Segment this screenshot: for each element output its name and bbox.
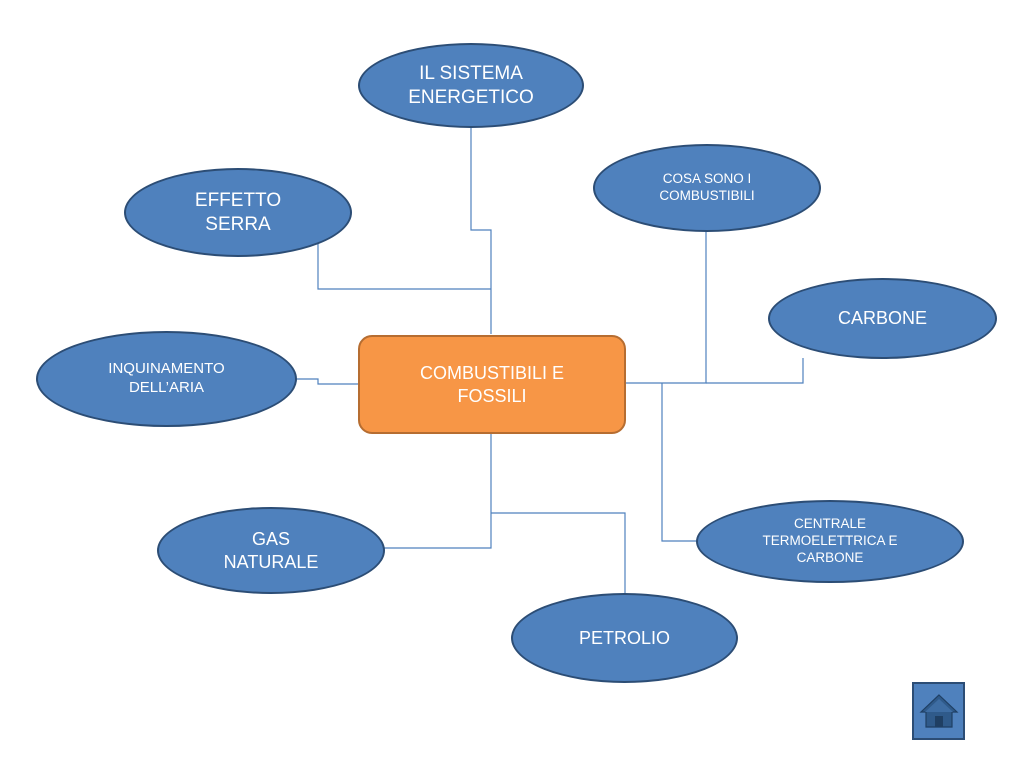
node-label: CENTRALE TERMOELETTRICA E CARBONE [762,516,898,565]
node-label: CARBONE [837,308,927,329]
node-centrale-termoelettrica[interactable]: CENTRALE TERMOELETTRICA E CARBONE [696,500,964,583]
node-label: COSA SONO I COMBUSTIBILI [659,171,755,203]
connector-carbone [706,358,804,384]
connector-gas-naturale [384,433,492,549]
node-label: EFFETTO SERRA [194,189,282,235]
connector-centrale [661,383,697,542]
node-label: GAS NATURALE [223,529,319,572]
connector-sistema-energetico [470,127,492,334]
connector-cosa-sono [626,231,707,384]
node-petrolio[interactable]: PETROLIO [511,593,738,683]
home-button[interactable] [912,682,965,740]
node-effetto-serra[interactable]: EFFETTO SERRA [124,168,352,257]
node-cosa-sono-combustibili[interactable]: COSA SONO I COMBUSTIBILI [593,144,821,232]
node-label: PETROLIO [578,627,671,648]
connector-effetto-serra [317,242,491,290]
connector-inquinamento [296,378,358,385]
home-icon [918,694,959,728]
node-gas-naturale[interactable]: GAS NATURALE [157,507,385,594]
node-label: INQUINAMENTO DELL’ARIA [108,360,225,396]
center-node-label: COMBUSTIBILI E FOSSILI [419,363,565,406]
connector-petrolio [491,512,626,594]
node-inquinamento-aria[interactable]: INQUINAMENTO DELL’ARIA [36,331,297,427]
node-label: IL SISTEMA ENERGETICO [408,62,534,108]
node-carbone[interactable]: CARBONE [768,278,997,359]
node-sistema-energetico[interactable]: IL SISTEMA ENERGETICO [358,43,584,128]
center-node-combustibili-fossili[interactable]: COMBUSTIBILI E FOSSILI [358,335,626,434]
